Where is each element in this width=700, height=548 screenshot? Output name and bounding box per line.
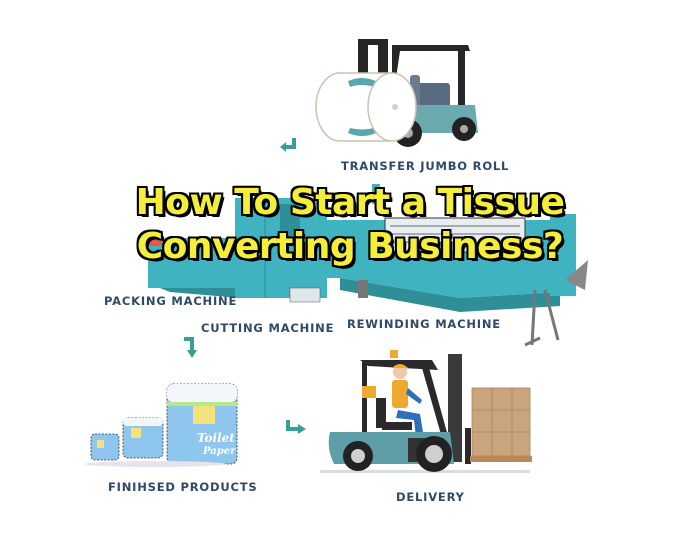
svg-text:Paper: Paper <box>202 446 236 457</box>
label-finished-products: FINIHSED PRODUCTS <box>108 480 258 494</box>
label-rewinding-machine: REWINDING MACHINE <box>347 317 501 331</box>
pack-brand-text: Toilet <box>197 431 235 445</box>
flow-arrow-icon <box>184 337 197 358</box>
label-cutting-machine: CUTTING MACHINE <box>201 321 335 335</box>
toilet-paper-packs-icon: Toilet Paper <box>85 383 238 467</box>
page-title-line-1: How To Start a Tissue <box>135 182 565 223</box>
forklift-with-pallet-icon <box>320 350 532 473</box>
forklift-with-jumbo-roll-icon <box>315 39 478 147</box>
flow-arrow-icon <box>286 420 306 434</box>
tissue-converting-line-icon <box>140 184 588 347</box>
flow-arrow-icon <box>280 138 296 152</box>
page-title-line-2: Converting Business? <box>136 226 564 267</box>
label-transfer-jumbo-roll: TRANSFER JUMBO ROLL <box>341 159 510 173</box>
label-delivery: DELIVERY <box>396 490 465 504</box>
label-packing-machine: PACKING MACHINE <box>104 294 238 308</box>
